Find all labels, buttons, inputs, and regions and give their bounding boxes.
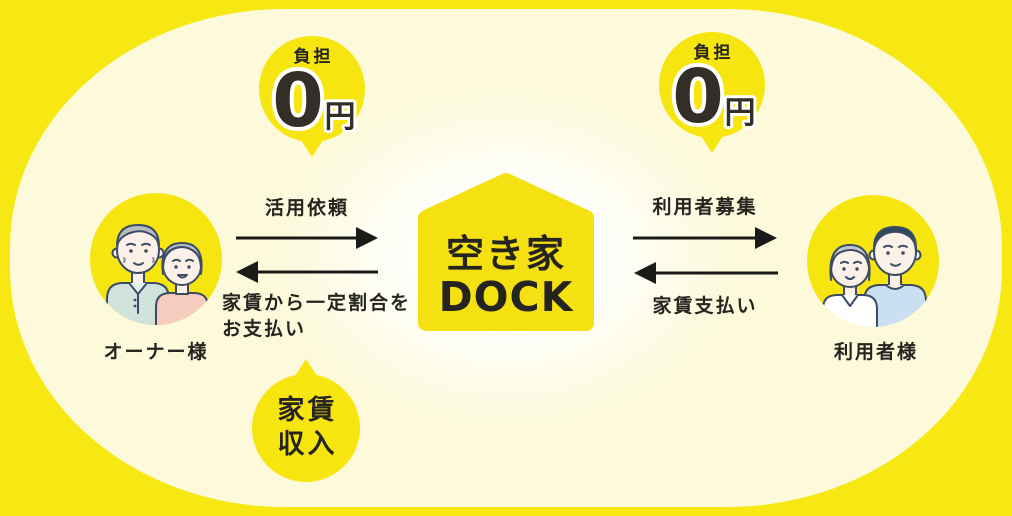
owner-zero-unit: 円 — [325, 99, 356, 135]
user-label: 利用者様 — [833, 341, 918, 363]
owner-zero-cost-label: 負担 — [293, 47, 334, 67]
rent-income-bubble: 家賃 収入 — [252, 359, 360, 482]
user-zero-unit: 円 — [725, 95, 756, 131]
service-name-jp: 空き家 — [445, 232, 566, 276]
income-bubble-tail — [295, 359, 317, 376]
income-label-line2: 収入 — [277, 429, 338, 460]
owner-to-service-arrow-icon — [236, 227, 378, 249]
service-to-owner-label: 家賃から一定割合を お支払い — [222, 290, 422, 342]
service-to-user-arrow-icon — [633, 227, 777, 249]
user-zero-amount: 0 — [672, 59, 724, 131]
user-bubble-tail — [701, 136, 723, 153]
owner-avatar — [90, 193, 222, 325]
income-label-line1: 家賃 — [277, 395, 338, 426]
service-to-owner-arrow-icon — [236, 261, 378, 283]
service-to-owner-label-line2: お支払い — [222, 318, 307, 340]
owner-zero-amount: 0 — [272, 63, 324, 135]
user-couple-illustration — [822, 226, 927, 327]
owner-zero-cost-bubble: 負担 0 円 — [259, 36, 365, 157]
owner-bubble-tail — [301, 140, 323, 157]
user-to-service-arrow-icon — [634, 262, 778, 284]
service-to-user-label: 利用者募集 — [652, 196, 758, 218]
house-shape-icon — [418, 173, 594, 331]
owner-label: オーナー様 — [103, 341, 209, 363]
user-zero-yen-icon: 0 円 — [668, 59, 758, 131]
user-zero-cost-bubble: 負担 0 円 — [659, 32, 765, 153]
owner-zero-yen-icon: 0 円 — [268, 63, 358, 135]
user-to-service-label: 家賃支払い — [652, 295, 758, 317]
service-to-owner-label-line1: 家賃から一定割合を — [222, 292, 412, 314]
user-zero-cost-label: 負担 — [693, 43, 734, 63]
owner-couple-illustration — [106, 224, 209, 325]
service-name-en: DOCK — [438, 273, 574, 321]
owner-to-service-label: 活用依頼 — [264, 197, 349, 219]
user-avatar — [807, 195, 939, 327]
